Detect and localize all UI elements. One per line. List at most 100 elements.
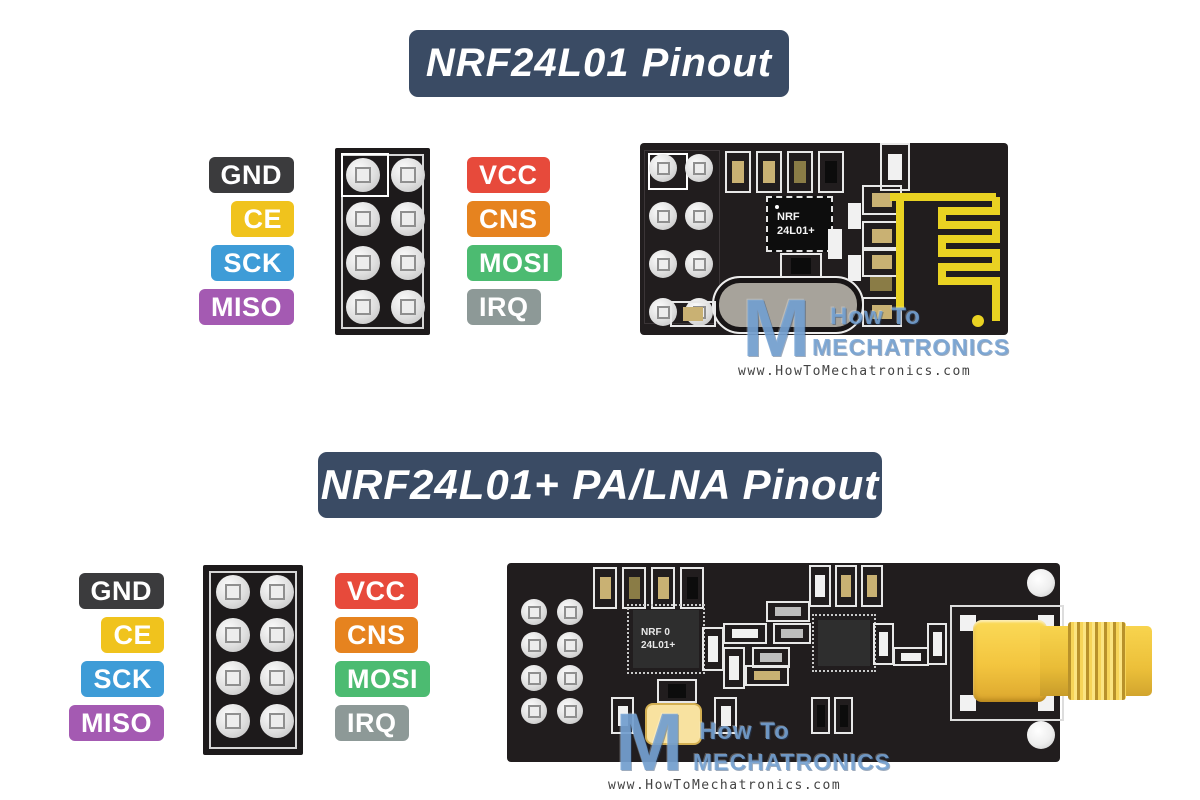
pin-hole [521, 632, 547, 658]
section2-title: NRF24L01+ PA/LNA Pinout [320, 461, 880, 508]
smd-component [848, 203, 861, 229]
smd-component [873, 623, 894, 665]
connector-pin-grid [346, 158, 425, 324]
chip-pin1-dot [775, 205, 779, 209]
pin-hole [649, 250, 677, 278]
module-pin-grid [521, 599, 583, 724]
section1-title-banner: NRF24L01 Pinout [409, 30, 789, 97]
smd-component [861, 565, 883, 607]
mounting-hole [1027, 721, 1055, 749]
watermark-mechatronics: MECHATRONICS [693, 749, 892, 775]
pin-hole [557, 632, 583, 658]
pin-label-miso: MISO [68, 705, 164, 741]
pin-hole [216, 575, 250, 609]
mounting-hole [1027, 569, 1055, 597]
pin-label-cns: CNS [335, 617, 418, 653]
crystal-oscillator [712, 276, 864, 334]
smd-component [622, 567, 646, 609]
smd-component [927, 623, 947, 665]
sma-connector-end [1126, 626, 1152, 696]
pin-label-irq: IRQ [335, 705, 409, 741]
pin-label-vcc: VCC [335, 573, 418, 609]
smd-component [714, 697, 737, 734]
pin-hole [260, 575, 294, 609]
solder-pad [960, 695, 976, 711]
pin-hole [260, 661, 294, 695]
smd-component [756, 151, 782, 193]
website-url: www.HowToMechatronics.com [738, 364, 972, 379]
pin-hole [260, 704, 294, 738]
pin-label-gnd: GND [78, 573, 164, 609]
pa-lna-chip [812, 614, 876, 672]
connector-inner-border [209, 571, 297, 749]
sma-connector-neck [1040, 626, 1068, 696]
pin-hole [346, 202, 380, 236]
chip-label-line2: 24L01+ [641, 640, 676, 651]
connector-pin-grid [216, 575, 294, 738]
module-pin-grid [649, 154, 713, 326]
pin-hole [216, 618, 250, 652]
smd-component [809, 565, 831, 607]
pin-hole [391, 202, 425, 236]
smd-component [593, 567, 617, 609]
pin-hole [391, 246, 425, 280]
mechatronics-logo: M [615, 697, 684, 788]
smd-component [611, 697, 634, 734]
solder-pad [960, 615, 976, 631]
chip-label-line2: 24L01+ [777, 225, 815, 237]
smd-component [866, 273, 896, 295]
smd-component [723, 623, 767, 644]
pin-hole [260, 618, 294, 652]
pin-hole [685, 154, 713, 182]
smd-component [787, 151, 813, 193]
watermark-how-to: How To [830, 303, 921, 330]
pin-hole [521, 665, 547, 691]
mechatronics-logo: M [742, 283, 811, 374]
smd-component [811, 697, 830, 734]
sma-connector-base [973, 620, 1047, 702]
smd-component [828, 229, 842, 259]
nrf24l01-module: NRF 24L01+ [640, 143, 1008, 335]
pin-label-sck: SCK [211, 245, 294, 281]
pin-label-gnd: GND [208, 157, 294, 193]
pin-hole [557, 698, 583, 724]
pin-hole [649, 202, 677, 230]
pin-hole [346, 290, 380, 324]
pin-label-irq: IRQ [467, 289, 541, 325]
smd-component [723, 647, 745, 689]
crystal-oscillator [645, 703, 702, 745]
pin-hole [391, 290, 425, 324]
pin-hole [346, 158, 380, 192]
pin-hole [521, 599, 547, 625]
smd-component [880, 143, 910, 191]
header-outline [644, 150, 720, 324]
pin-label-ce: CE [231, 201, 294, 237]
smd-component [725, 151, 751, 193]
smd-component [657, 679, 697, 703]
smd-component [893, 647, 929, 666]
nrf24l01-chip: NRF 0 24L01+ [627, 604, 705, 674]
smd-component [745, 665, 789, 686]
watermark-how-to: How To [699, 718, 790, 745]
pin-label-cns: CNS [467, 201, 550, 237]
section1-right-pin-labels: VCC CNS MOSI IRQ [467, 157, 667, 325]
watermark-mechatronics: MECHATRONICS [812, 334, 1011, 360]
pin-label-sck: SCK [81, 661, 164, 697]
pin-hole [521, 698, 547, 724]
smd-component [766, 601, 810, 622]
section2-right-pin-labels: VCC CNS MOSI IRQ [335, 573, 535, 741]
section1-header-connector [335, 148, 430, 335]
smd-component [835, 565, 857, 607]
pin-hole [216, 704, 250, 738]
section2-left-pin-labels: GND CE SCK MISO [0, 573, 164, 741]
section2-header-connector [203, 565, 303, 755]
pin-label-miso: MISO [198, 289, 294, 325]
pin-hole [557, 665, 583, 691]
smd-component [818, 151, 844, 193]
pcb-antenna-trace [890, 193, 1000, 327]
pin-hole [649, 154, 677, 182]
pin-hole [557, 599, 583, 625]
nrf24l01-chip: NRF 24L01+ [766, 196, 833, 252]
pin-label-vcc: VCC [467, 157, 550, 193]
